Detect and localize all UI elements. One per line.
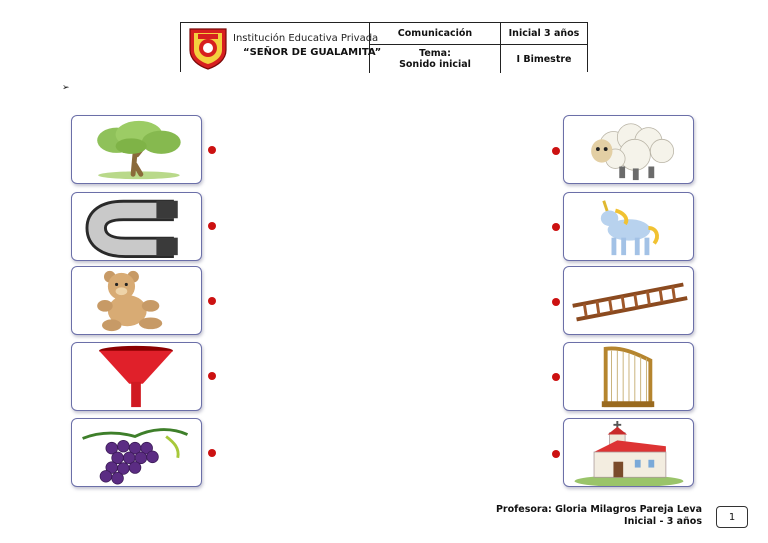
match-dot-right-1[interactable] <box>552 147 560 155</box>
card-ladder[interactable] <box>563 266 694 335</box>
match-dot-right-2[interactable] <box>552 223 560 231</box>
topic-label: Tema: <box>419 48 451 59</box>
school-name: “SEÑOR DE GUALAMITA” <box>243 47 382 58</box>
card-church[interactable] <box>563 418 694 487</box>
period-label: I Bimestre <box>516 53 572 65</box>
match-dot-left-3[interactable] <box>208 297 216 305</box>
teacher-name: Profesora: Gloria Milagros Pareja Leva <box>495 504 702 515</box>
subject-label: Comunicación <box>397 28 473 39</box>
card-funnel[interactable] <box>71 342 202 411</box>
magnet-icon <box>85 199 178 259</box>
header-subject-cell: Comunicación Tema: Sonido inicial <box>370 23 501 73</box>
card-sheep[interactable] <box>563 115 694 184</box>
tree-icon <box>97 120 181 180</box>
grapes-icon <box>82 428 189 485</box>
page-number: 1 <box>716 506 748 528</box>
funnel-icon <box>99 345 173 408</box>
match-dot-right-5[interactable] <box>552 450 560 458</box>
header-table: Institución Educativa Privada “SEÑOR DE … <box>180 22 588 73</box>
church-icon <box>574 420 684 486</box>
level-label: Inicial 3 años <box>508 28 580 39</box>
sheep-icon <box>591 123 675 181</box>
match-dot-left-5[interactable] <box>208 449 216 457</box>
unicorn-icon <box>600 200 659 256</box>
match-dot-right-4[interactable] <box>552 373 560 381</box>
school-logo-icon <box>189 28 227 70</box>
footer-level: Inicial - 3 años <box>624 516 702 527</box>
instruction-bullet: ➢ <box>62 83 70 93</box>
match-dot-right-3[interactable] <box>552 298 560 306</box>
teddy-bear-icon <box>97 270 163 332</box>
footer-credits: Profesora: Gloria Milagros Pareja Leva I… <box>496 504 702 528</box>
match-dot-left-2[interactable] <box>208 222 216 230</box>
harp-icon <box>601 346 655 408</box>
card-teddy-bear[interactable] <box>71 266 202 335</box>
match-dot-left-1[interactable] <box>208 146 216 154</box>
card-tree[interactable] <box>71 115 202 184</box>
match-dot-left-4[interactable] <box>208 372 216 380</box>
card-unicorn[interactable] <box>563 192 694 261</box>
card-magnet[interactable] <box>71 192 202 261</box>
card-harp[interactable] <box>563 342 694 411</box>
header-level-cell: Inicial 3 años I Bimestre <box>501 23 587 73</box>
ladder-icon <box>572 282 688 322</box>
card-grapes[interactable] <box>71 418 202 487</box>
header-school-cell: Institución Educativa Privada “SEÑOR DE … <box>181 23 381 73</box>
institution-name: Institución Educativa Privada <box>233 33 379 44</box>
topic-value: Sonido inicial <box>399 59 471 70</box>
